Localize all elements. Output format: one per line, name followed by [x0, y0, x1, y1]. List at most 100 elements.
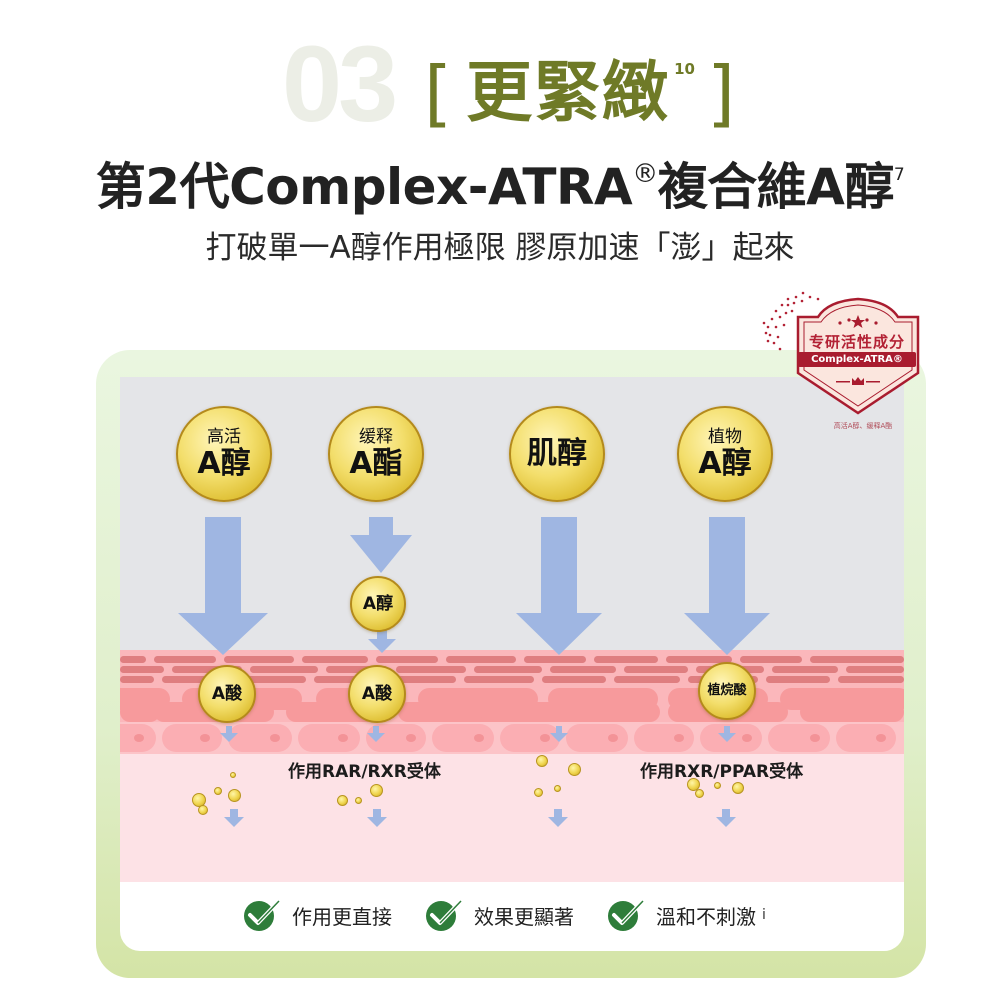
skin-bar	[594, 656, 658, 663]
main-title-footnote: 7	[893, 165, 905, 185]
skin-bar	[666, 656, 732, 663]
down-arrow-small	[718, 726, 736, 742]
down-arrow-large	[178, 517, 268, 655]
badge-title: 专研活性成分	[808, 333, 905, 351]
molecule-bead	[714, 782, 721, 789]
main-title: 第2代Complex-ATRA®複合維A醇7	[0, 142, 1000, 219]
registered-mark: ®	[632, 159, 658, 189]
cell-nucleus	[810, 734, 820, 742]
skin-bar	[224, 656, 294, 663]
coin-main-label: A醇	[698, 446, 752, 481]
ingredient-coin-high-activity-retinol: 高活 A醇	[176, 406, 272, 502]
sunburst-icon	[762, 291, 820, 351]
cell-nucleus	[338, 734, 348, 742]
cell-nucleus	[608, 734, 618, 742]
cell-nucleus	[270, 734, 280, 742]
main-title-prefix: 第2代Complex-ATRA	[95, 158, 633, 216]
skin-bar	[326, 666, 388, 673]
cell-nucleus	[540, 734, 550, 742]
skin-bar	[624, 666, 688, 673]
benefit-item: 溫和不刺激	[606, 897, 756, 933]
basal-layer	[120, 722, 904, 754]
molecule-bead	[370, 784, 383, 797]
molecule-bead	[568, 763, 581, 776]
check-circle-icon	[608, 899, 645, 931]
skin-bar	[838, 676, 904, 683]
skin-cell	[480, 702, 660, 722]
intermediate-coin-retinoic-acid: A酸	[348, 665, 406, 723]
down-arrow-small	[224, 809, 244, 827]
skin-bar	[446, 656, 516, 663]
molecule-bead	[534, 788, 543, 797]
ingredient-badge: 专研活性成分 Complex-ATRA® 高活A醇、缓释A酯	[758, 285, 930, 435]
skin-bar	[464, 676, 534, 683]
main-title-suffix: 複合維A醇	[657, 158, 895, 216]
molecule-bead	[230, 772, 236, 778]
badge-footnote: 高活A醇、缓释A酯	[833, 422, 893, 430]
skin-bar	[846, 666, 904, 673]
bracket-close: ]	[706, 51, 736, 135]
molecule-bead	[337, 795, 348, 806]
ingredient-coin-plant-retinol: 植物 A醇	[677, 406, 773, 502]
down-arrow-medium	[350, 517, 412, 573]
basal-cell	[566, 724, 628, 752]
skin-bar	[550, 666, 616, 673]
basal-cell	[298, 724, 360, 752]
down-arrow-large	[684, 517, 770, 655]
skin-bar	[172, 666, 242, 673]
benefit-item: 作用更直接	[242, 897, 392, 933]
basal-cell	[162, 724, 222, 752]
basal-cell	[836, 724, 896, 752]
skin-cell	[120, 702, 160, 722]
skin-bar	[772, 666, 838, 673]
skin-bar	[376, 656, 438, 663]
info-icon[interactable]: i	[762, 907, 766, 923]
basal-cell	[634, 724, 694, 752]
ingredient-coin-slow-release-ester: 缓释 A酯	[328, 406, 424, 502]
down-arrow-small	[367, 726, 385, 742]
benefit-label: 作用更直接	[292, 904, 392, 929]
intermediate-coin-retinoic-acid: A酸	[198, 665, 256, 723]
skin-bar	[120, 656, 146, 663]
benefit-label: 溫和不刺激	[656, 904, 756, 929]
molecule-bead	[554, 785, 561, 792]
skin-bar	[524, 656, 586, 663]
section-title-footnote: 10	[674, 60, 695, 78]
molecule-bead	[687, 778, 700, 791]
molecule-bead	[695, 789, 704, 798]
molecule-bead	[198, 805, 208, 815]
coin-sub-label: 缓释	[359, 427, 393, 447]
down-arrow-small	[716, 809, 736, 827]
coin-label: A酸	[361, 684, 393, 704]
coin-main-label: 肌醇	[527, 436, 587, 471]
skin-bar	[614, 676, 680, 683]
cell-nucleus	[200, 734, 210, 742]
section-title-text: 更緊緻	[466, 54, 671, 131]
coin-main-label: A醇	[197, 446, 251, 481]
down-arrow-small	[368, 629, 396, 653]
benefit-item: 效果更顯著	[424, 897, 574, 933]
skin-bar	[390, 676, 456, 683]
skin-bar	[740, 656, 802, 663]
skin-cell	[800, 702, 904, 722]
ingredient-coin-inositol: 肌醇	[509, 406, 605, 502]
skin-bar	[240, 676, 306, 683]
skin-bar	[302, 656, 368, 663]
skin-bar	[120, 666, 164, 673]
coin-label: 植烷酸	[707, 683, 747, 698]
receptor-label-rxr-ppar: 作用RXR/PPAR受体	[640, 762, 804, 782]
coin-main-label: A酯	[349, 446, 403, 481]
benefit-label: 效果更顯著	[474, 904, 574, 929]
coin-sub-label: 高活	[207, 427, 241, 447]
diagram-panel: 作用RAR/RXR受体 作用RXR/PPAR受体 高活 A醇 缓释 A酯 肌醇 …	[120, 377, 904, 951]
section-title: [ 更緊緻 10 ]	[424, 50, 735, 136]
molecule-bead	[355, 797, 362, 804]
skin-bar	[120, 676, 154, 683]
molecule-bead	[732, 782, 744, 794]
coin-label: A醇	[362, 594, 394, 614]
coin-sub-label: 植物	[708, 427, 742, 447]
skin-bar	[474, 666, 542, 673]
molecule-bead	[214, 787, 222, 795]
intermediate-coin-retinol: A醇	[350, 576, 406, 632]
basal-cell	[768, 724, 830, 752]
